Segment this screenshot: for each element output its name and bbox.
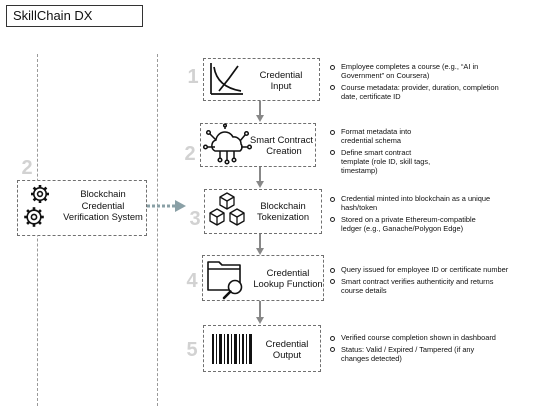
step-label-credential-lookup: Credential Lookup Function <box>249 267 327 289</box>
step-bullets-credential-input: Employee completes a course (e.g., “AI i… <box>330 62 545 102</box>
bullet-item: Format metadata into credential schema <box>330 127 470 146</box>
step-label-line: Lookup Function <box>253 278 323 289</box>
system-label-line: Blockchain <box>80 188 126 199</box>
step-number: 5 <box>186 339 198 361</box>
step-bullets-blockchain-tokenization: Credential minted into blockchain as a u… <box>330 194 545 234</box>
bullet-item: Smart contract verifies authenticity and… <box>330 276 548 296</box>
system-label: Blockchain Credential Verification Syste… <box>60 188 146 223</box>
step-label-credential-input: Credential Input <box>248 69 314 91</box>
bullet-line: timestamp) <box>341 165 378 175</box>
step-box-credential-lookup <box>202 255 324 301</box>
bullet-dot <box>330 64 335 70</box>
bullet-line: hash/token <box>341 202 378 212</box>
bullet-dot <box>330 196 335 202</box>
bullet-line: course details <box>341 285 387 295</box>
system-box <box>17 180 147 236</box>
system-number: 2 <box>21 157 33 179</box>
bullet-item: Credential minted into blockchain as a u… <box>330 194 545 213</box>
bullet-line: template (role ID, skill tags, <box>341 156 431 166</box>
bullet-item: Verified course completion shown in dash… <box>330 333 545 343</box>
step-label-line: Credential <box>259 69 303 80</box>
bullet-line: Stored on a private Ethereum-compatible <box>341 214 476 224</box>
flow-arrow <box>256 301 264 324</box>
bullet-dot <box>330 129 335 135</box>
step-label-line: Credential <box>266 267 310 278</box>
bullet-dot <box>330 347 335 353</box>
step-label-credential-output: Credential Output <box>256 338 318 360</box>
bullet-dot <box>330 279 335 285</box>
barcode-icon <box>212 334 252 364</box>
step-label-line: Tokenization <box>256 211 310 222</box>
step-label-line: Creation <box>266 145 302 156</box>
center-divider-line <box>157 54 158 406</box>
folder-search-icon <box>207 261 243 300</box>
step-label-line: Output <box>272 349 302 360</box>
flow-arrow <box>256 234 264 255</box>
bullet-line: changes detected) <box>341 353 402 363</box>
system-label-line: Credential <box>81 199 125 211</box>
step-number: 3 <box>189 208 201 230</box>
step-label-line: Smart Contract <box>250 134 314 145</box>
flow-arrow <box>256 101 264 122</box>
step-label-line: Credential <box>265 338 309 349</box>
flow-arrow <box>256 167 264 188</box>
step-number: 2 <box>184 143 196 165</box>
cloud-network-icon <box>202 123 253 165</box>
bullet-line: date, certificate ID <box>341 91 401 101</box>
bullet-line: ledger (e.g., Ganache/Polygon Edge) <box>341 223 464 233</box>
bullet-dot <box>330 85 335 91</box>
step-label-line: Input <box>270 80 292 91</box>
bullet-item: Stored on a private Ethereum-compatible … <box>330 214 545 234</box>
step-bullets-smart-contract-creation: Format metadata into credential schema D… <box>330 127 470 176</box>
bullet-line: Format metadata into <box>341 127 412 136</box>
step-box-blockchain-tokenization <box>204 189 322 234</box>
step-label-blockchain-tokenization: Blockchain Tokenization <box>247 200 319 222</box>
step-bullets-credential-output: Verified course completion shown in dash… <box>330 333 545 364</box>
bullet-line: Credential minted into blockchain as a u… <box>341 194 491 203</box>
bullet-item: Employee completes a course (e.g., “AI i… <box>330 62 545 81</box>
bullet-dot <box>330 335 335 341</box>
bullet-item: Status: Valid / Expired / Tampered (if a… <box>330 344 545 364</box>
bullet-line: Verified course completion shown in dash… <box>341 333 496 342</box>
bullet-item: Define smart contract template (role ID,… <box>330 147 470 176</box>
system-to-tokenization-arrow <box>147 200 186 212</box>
step-box-credential-output <box>203 325 321 372</box>
bullet-line: Query issued for employee ID or certific… <box>341 265 509 274</box>
step-number: 4 <box>186 270 198 292</box>
bullet-line: Government” on Coursera) <box>341 70 430 80</box>
step-number: 1 <box>187 66 199 88</box>
graph-curve-icon <box>210 63 243 95</box>
bullet-line: Employee completes a course (e.g., “AI i… <box>341 62 479 71</box>
bullet-dot <box>330 150 335 156</box>
bullet-line: Smart contract verifies authenticity and… <box>341 276 494 286</box>
bullet-dot <box>330 217 335 223</box>
step-box-smart-contract-creation <box>200 123 316 167</box>
step-label-line: Blockchain <box>260 200 306 211</box>
cubes-icon <box>209 192 245 226</box>
step-label-smart-contract-creation: Smart Contract Creation <box>250 134 322 156</box>
bullet-dot <box>330 267 335 273</box>
bullet-line: Define smart contract <box>341 147 412 157</box>
bullet-line: Status: Valid / Expired / Tampered (if a… <box>341 344 475 354</box>
bullet-line: Course metadata: provider, duration, com… <box>341 82 499 92</box>
gears-icon <box>24 185 49 227</box>
bullet-line: credential schema <box>341 135 401 145</box>
step-bullets-credential-lookup: Query issued for employee ID or certific… <box>330 265 548 296</box>
diagram-title: SkillChain DX <box>6 5 143 27</box>
system-label-line: Verification System <box>63 211 143 222</box>
bullet-item: Course metadata: provider, duration, com… <box>330 82 545 102</box>
bullet-item: Query issued for employee ID or certific… <box>330 265 548 275</box>
